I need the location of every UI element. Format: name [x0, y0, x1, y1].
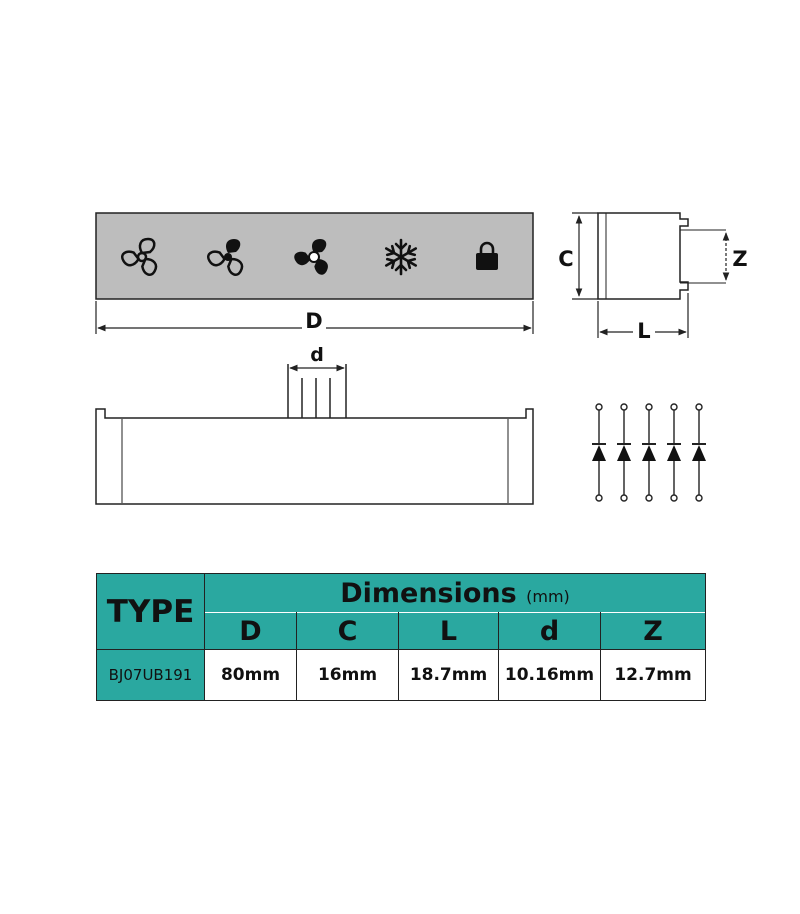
fan-2-icon	[207, 239, 244, 276]
value-d: 10.16mm	[498, 649, 601, 701]
pin-group	[287, 364, 347, 418]
dimension-L: L	[597, 293, 689, 343]
module-side-view	[597, 212, 726, 300]
value-D: 80mm	[204, 649, 297, 701]
snowflake-icon	[384, 238, 418, 276]
value-L: 18.7mm	[398, 649, 499, 701]
column-header-Z: Z	[599, 612, 707, 650]
dimensions-title: Dimensions	[340, 577, 517, 609]
label-L: L	[637, 319, 650, 343]
value-C: 16mm	[296, 649, 399, 701]
dimension-C: C	[556, 212, 598, 300]
label-D: D	[305, 309, 322, 333]
type-value: BJ07UB191	[96, 649, 205, 701]
fan-3-icon	[294, 239, 328, 275]
dimension-D: D	[95, 301, 534, 334]
diode-5	[692, 403, 706, 502]
column-header-L: L	[398, 612, 499, 650]
lock-icon	[476, 241, 498, 270]
diode-2	[617, 403, 631, 502]
column-header-C: C	[296, 612, 399, 650]
dimensions-unit: (mm)	[526, 586, 570, 606]
column-header-D: D	[204, 612, 297, 650]
module-front-view	[95, 408, 534, 505]
fan-1-icon	[121, 237, 158, 276]
dimensions-header: Dimensions (mm)	[203, 573, 707, 613]
diode-3	[642, 403, 656, 502]
column-header-d: d	[498, 612, 601, 650]
label-Z: Z	[732, 247, 747, 271]
label-d: d	[310, 344, 324, 366]
label-C: C	[558, 247, 573, 271]
diode-1	[592, 403, 606, 502]
dimension-d: d	[289, 344, 345, 372]
table-row: BJ07UB191 80mm 16mm 18.7mm 10.16mm 12.7m…	[96, 649, 707, 701]
diode-4	[667, 403, 681, 502]
dimensions-table: TYPE Dimensions (mm) D C L d Z BJ07UB191…	[96, 573, 707, 701]
value-Z: 12.7mm	[599, 649, 707, 701]
type-header: TYPE	[96, 573, 205, 650]
dimension-Z: Z	[722, 232, 748, 281]
diode-schematic	[592, 403, 706, 502]
